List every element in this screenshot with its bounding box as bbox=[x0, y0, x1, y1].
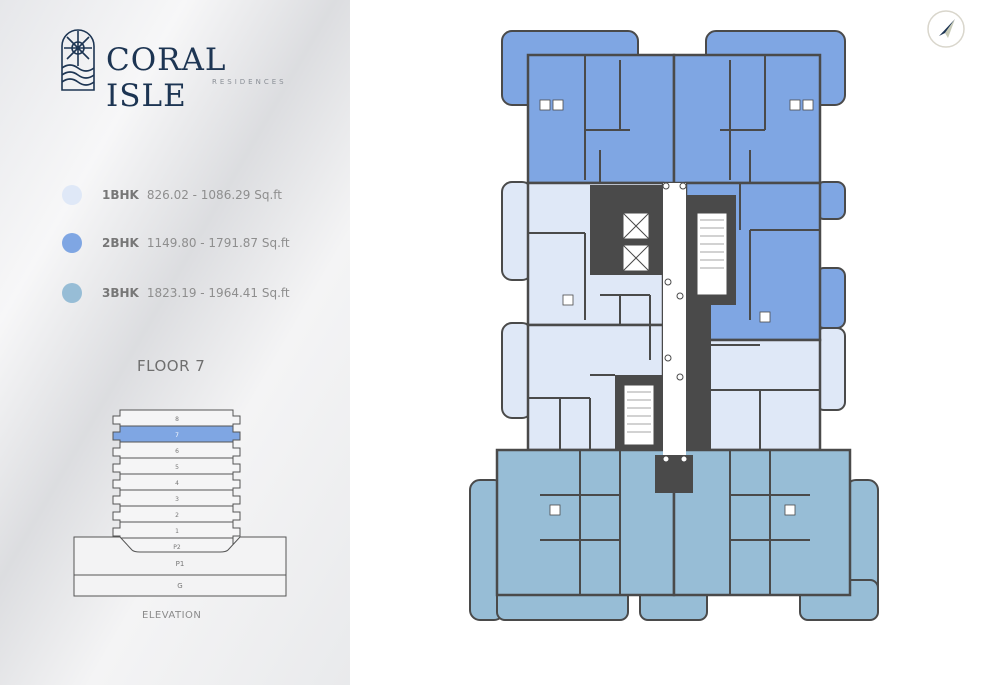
elevation-level-label: 2 bbox=[175, 512, 179, 519]
floor-plan bbox=[469, 30, 879, 621]
legend-item-1bhk: 1BHK 826.02 - 1086.29 Sq.ft bbox=[62, 184, 282, 206]
brand-logo: CORAL ISLE RESIDENCES bbox=[60, 28, 300, 114]
legend-swatch bbox=[62, 283, 82, 303]
brand-name: CORAL ISLE bbox=[106, 42, 227, 114]
info-panel: CORAL ISLE RESIDENCES 1BHK 826.02 - 1086… bbox=[0, 0, 350, 685]
brand-subtitle: RESIDENCES bbox=[212, 78, 287, 86]
elevation-level-G: G bbox=[177, 582, 182, 590]
legend-type: 1BHK bbox=[102, 188, 139, 202]
legend-item-3bhk: 3BHK 1823.19 - 1964.41 Sq.ft bbox=[62, 282, 290, 304]
legend-range: 1823.19 - 1964.41 Sq.ft bbox=[146, 286, 290, 300]
legend-swatch bbox=[62, 185, 82, 205]
elevation-diagram: 8 7 6 5 4 3 2 1P2 P1 G bbox=[73, 409, 287, 597]
elevation-level-label: 4 bbox=[175, 480, 179, 487]
elevation-level-label: 7 bbox=[175, 432, 179, 439]
legend-range: 1149.80 - 1791.87 Sq.ft bbox=[146, 236, 290, 250]
elevation-level-label: 8 bbox=[175, 416, 179, 423]
elevation-level-label: 3 bbox=[175, 496, 179, 503]
logo-emblem-icon bbox=[61, 29, 95, 91]
elevation-level-label: 6 bbox=[175, 448, 179, 455]
elevation-level-label: 1 bbox=[175, 528, 179, 535]
compass-icon bbox=[927, 10, 965, 48]
stairs bbox=[696, 212, 728, 296]
corridor bbox=[663, 183, 686, 458]
legend-type: 3BHK bbox=[102, 286, 139, 300]
legend-type: 2BHK bbox=[102, 236, 139, 250]
legend-swatch bbox=[62, 233, 82, 253]
legend-item-2bhk: 2BHK 1149.80 - 1791.87 Sq.ft bbox=[62, 232, 290, 254]
unit-2bhk bbox=[672, 53, 822, 185]
stairs bbox=[623, 384, 655, 446]
unit-3bhk bbox=[495, 448, 676, 597]
unit-3bhk bbox=[672, 448, 852, 597]
elevation-label: ELEVATION bbox=[142, 610, 202, 621]
elevation-level-label: P2 bbox=[173, 544, 181, 551]
legend-range: 826.02 - 1086.29 Sq.ft bbox=[146, 188, 282, 202]
floor-title: FLOOR 7 bbox=[137, 357, 206, 375]
elevation-level-P1: P1 bbox=[176, 560, 185, 568]
elevation-level-label: 5 bbox=[175, 464, 179, 471]
